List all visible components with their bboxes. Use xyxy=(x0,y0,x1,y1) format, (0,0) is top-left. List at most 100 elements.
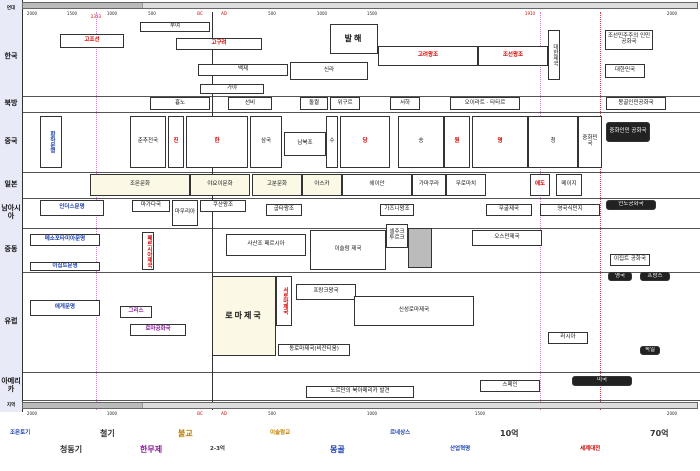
entity-france: 프랑스 xyxy=(640,272,670,281)
footer-event: 세계대전 xyxy=(580,446,601,452)
entity-heian: 헤이안 xyxy=(342,174,412,196)
bottom-axis xyxy=(22,402,698,409)
footer-event: 철기 xyxy=(100,429,115,438)
entity-maurya: 마우리아 xyxy=(172,200,198,226)
entity-prc: 중화인민 공화국 xyxy=(606,122,650,142)
entity-egypt-republic: 이집트 공화국 xyxy=(610,254,650,266)
entity-persia: 페르시아제국 xyxy=(142,232,154,270)
entity-qin: 진 xyxy=(168,116,184,168)
region-south-asia: 남아시아 xyxy=(0,198,23,228)
region-america: 아메리카 xyxy=(0,372,23,400)
entity-qing: 청 xyxy=(528,116,578,168)
entity-warring-states: 춘추전국 xyxy=(130,116,166,168)
entity-islamic-empire: 이슬람 제국 xyxy=(310,230,386,270)
entity-north-south: 남북조 xyxy=(284,132,326,156)
entity-western-rome: 서로마제국 xyxy=(276,276,292,326)
entity-kamakura: 가마쿠라 xyxy=(412,174,446,196)
entity-goryeo: 고려왕조 xyxy=(378,46,478,66)
entity-seljuk: 셀주크 투르크 xyxy=(386,224,408,248)
entity-frankish: 프랑크왕국 xyxy=(296,284,356,300)
region-japan: 일본 xyxy=(0,172,23,198)
entity-xiongnu: 흉노 xyxy=(150,97,210,110)
entity-joseon: 조선왕조 xyxy=(478,46,548,66)
entity-roman-republic: 로마공화국 xyxy=(130,324,186,336)
entity-russia: 러시아 xyxy=(548,332,588,344)
entity-norse-america: 노르만의 북아메리카 발견 xyxy=(306,386,414,398)
top-axis xyxy=(22,2,698,9)
bottom-tick: 1000 xyxy=(366,411,378,416)
entity-republic-of-korea: 대한민국 xyxy=(605,64,645,78)
bottom-tick: 1500 xyxy=(474,411,486,416)
top-tick: 2000 xyxy=(26,11,38,16)
entity-egypt-civ: 이집트문명 xyxy=(30,262,100,271)
entity-ottoman: 오스만제국 xyxy=(472,230,542,246)
entity-usa: 미국 xyxy=(572,376,632,386)
region-middle-east: 중동 xyxy=(0,228,23,272)
entity-yayoi: 야요이문화 xyxy=(190,174,250,196)
bottom-tick: BC xyxy=(197,411,203,416)
footer-event: 2-3억 xyxy=(210,446,225,452)
entity-greece: 그리스 xyxy=(120,306,152,318)
entity-uyghur: 위구르 xyxy=(330,97,360,110)
entity-mesopotamia: 메소포타미아문명 xyxy=(30,234,100,246)
footer-event: 이슬람교 xyxy=(270,430,291,436)
entity-edo: 에도 xyxy=(530,174,550,196)
top-tick: 1500 xyxy=(66,11,78,16)
entity-goguryeo: 고구려 xyxy=(176,38,262,50)
footer-event: 몽골 xyxy=(330,445,345,454)
entity-turk: 돌궐 xyxy=(300,97,328,110)
footer-event: 70억 xyxy=(650,429,669,438)
footer-event: 불교 xyxy=(178,429,193,438)
entity-meiji: 메이지 xyxy=(556,174,582,196)
top-tick: AD xyxy=(221,11,227,16)
bottom-tick: 1000 xyxy=(106,411,118,416)
bottom-tick: AD xyxy=(221,411,227,416)
entity-roman-empire: 로마제국 xyxy=(212,276,276,356)
entity-hre: 신성로마제국 xyxy=(354,296,474,326)
entity-jomon: 조몬문화 xyxy=(90,174,190,196)
bottom-tick: 2000 xyxy=(26,411,38,416)
top-tick: 1000 xyxy=(106,11,118,16)
entity-asuka: 아스카 xyxy=(302,174,342,196)
entity-kofun: 고분문화 xyxy=(252,174,302,196)
region-korea: 한국 xyxy=(0,18,23,96)
entity-ghazni: 가즈니왕조 xyxy=(380,204,414,216)
corner-header: 연대 xyxy=(0,0,23,18)
entity-korean-empire: 대한제국 xyxy=(548,30,560,80)
entity-gaya: 가야 xyxy=(200,84,264,94)
entity-baekje: 백제 xyxy=(198,64,288,76)
footer-event: 청동기 xyxy=(60,445,83,454)
bottom-tick: 500 xyxy=(268,411,276,416)
footer-event: 10억 xyxy=(500,429,519,438)
entity-mongolian-pr: 몽골인민공화국 xyxy=(606,97,666,110)
entity-magadha: 마가다국 xyxy=(132,200,170,212)
entity-roc: 중화민국 xyxy=(578,116,602,168)
top-tick: 1910 xyxy=(524,11,536,16)
region-china: 중국 xyxy=(0,112,23,172)
entity-spain: 스페인 xyxy=(480,380,540,392)
top-tick: BC xyxy=(197,11,203,16)
entity-indus: 인더스문명 xyxy=(40,200,104,216)
entity-germany: 독일 xyxy=(640,346,660,355)
entity-song: 송 xyxy=(398,116,444,168)
entity-sassanid: 사산조 페르시아 xyxy=(226,234,306,256)
footer-event: 한무제 xyxy=(140,445,163,454)
entity-gojoseon: 고조선 xyxy=(60,34,124,48)
entity-sui: 수 xyxy=(326,116,338,168)
footer-event: 산업혁명 xyxy=(450,446,471,452)
entity-oirat-tatar: 오이라트 · 타타르 xyxy=(450,97,520,110)
entity-ming: 명 xyxy=(472,116,528,168)
entity-balhae: 발해 xyxy=(330,24,378,54)
entity-republic-of-india: 인도공화국 xyxy=(606,200,656,210)
entity-yellow-river: 황하문명 xyxy=(40,116,62,168)
footer-event: 조몬토기 xyxy=(10,430,31,436)
region-north: 북방 xyxy=(0,96,23,112)
entity-han: 한 xyxy=(186,116,248,168)
entity-three-kingdoms: 삼국 xyxy=(250,116,282,168)
entity-uk: 영국 xyxy=(608,272,632,281)
entity-muromachi: 무로마치 xyxy=(446,174,486,196)
entity-buyeo: 부여 xyxy=(140,22,210,32)
corner-bottom: 지역 xyxy=(6,402,16,408)
entity-byzantine: 동로마제국(비잔티움) xyxy=(278,344,350,356)
